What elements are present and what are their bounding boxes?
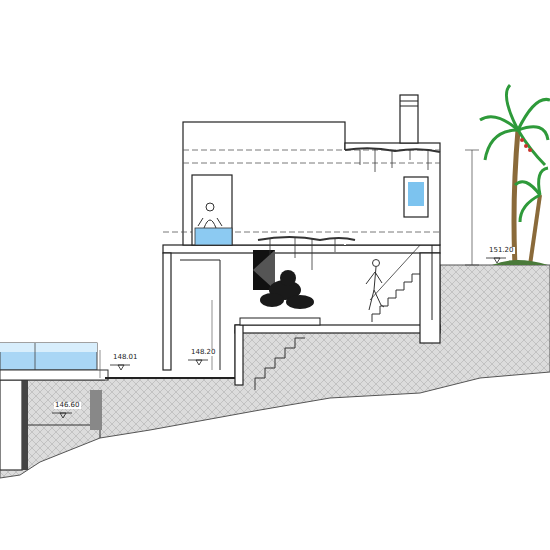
elevation-label: 146.60 xyxy=(54,402,81,409)
elevation-label: 148.01 xyxy=(112,354,139,361)
elevation-label: 151.20 xyxy=(488,247,515,254)
ground-hatch xyxy=(0,265,550,478)
palm-tree xyxy=(480,85,550,265)
elevation-label: 148.20 xyxy=(190,349,217,356)
